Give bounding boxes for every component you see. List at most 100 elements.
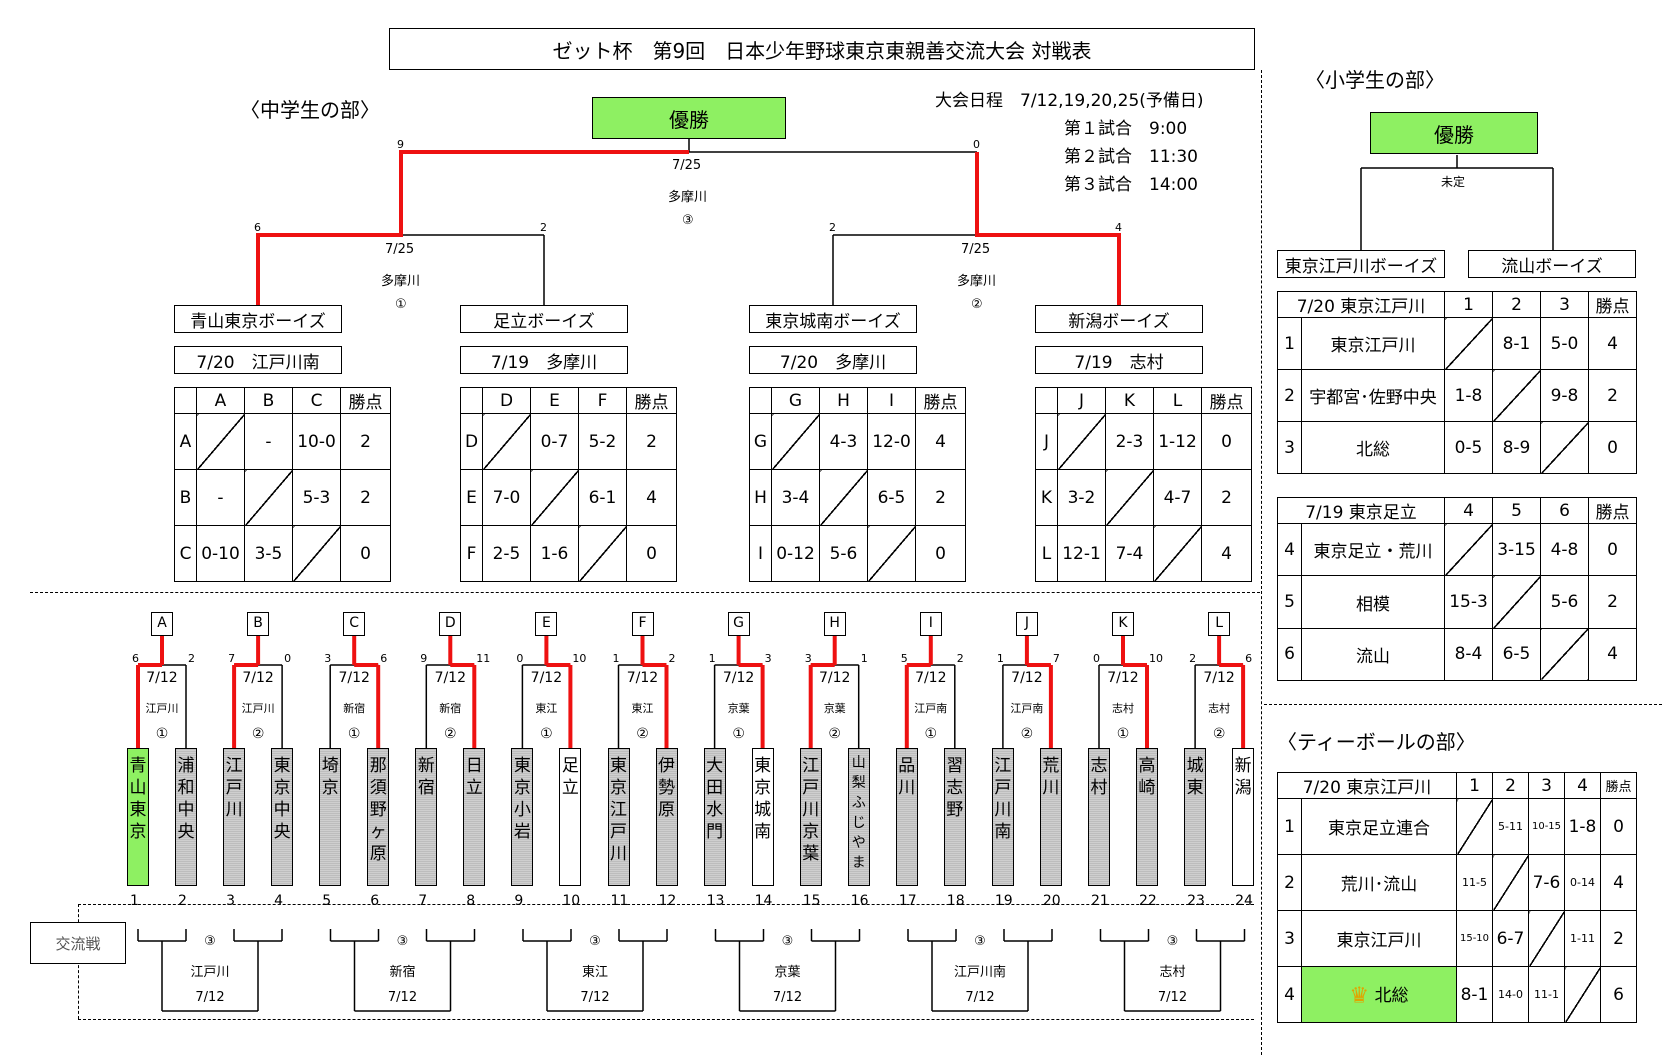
match-date: 7/12: [626, 670, 659, 686]
g4-h2: K: [1105, 387, 1154, 414]
match-score-right: 7: [1052, 652, 1060, 665]
g2-h0: [460, 387, 483, 414]
e2-r1c2: 15-3: [1444, 575, 1493, 629]
g4-r2c3: [1153, 525, 1202, 582]
team-18: 習志野: [943, 748, 966, 886]
semi1-venue: 多摩川: [381, 274, 421, 289]
g1-r0c3: 10-0: [292, 413, 341, 470]
team-22: 高崎: [1136, 748, 1158, 886]
match-letter-J: J: [1015, 612, 1038, 636]
match-no: ②: [1212, 726, 1226, 742]
tb-r1c1: 荒川･流山: [1301, 854, 1457, 911]
semi2-score-left: 2: [829, 221, 836, 234]
e1-r1c5: 2: [1588, 369, 1637, 422]
match-score-right: 1: [860, 652, 868, 665]
g4-r1c4: 2: [1201, 469, 1252, 526]
team-10: 足立: [559, 748, 582, 886]
g4-h0: [1035, 387, 1058, 414]
e2-r2c3: 6-5: [1492, 627, 1541, 682]
teeball-section-title: 〈ティーボールの部〉: [1277, 730, 1476, 754]
e2-r1c4: 5-6: [1540, 575, 1589, 629]
match-score-left: 1: [708, 652, 716, 665]
e1-r2c0: 3: [1277, 421, 1302, 474]
tb-h4: 4: [1564, 772, 1601, 799]
g2-h4: 勝点: [626, 387, 677, 414]
g1-h1: A: [196, 387, 245, 414]
match-no: ①: [347, 726, 361, 742]
g3-r2c4: 0: [915, 525, 966, 582]
g4-r0c3: 1-12: [1153, 413, 1202, 470]
match-score-left: 3: [804, 652, 812, 665]
team-number: 20: [1042, 893, 1061, 909]
divider-horizontal-junior: [30, 592, 1260, 593]
g1-r0c4: 2: [340, 413, 391, 470]
match-date: 7/12: [338, 670, 370, 686]
match-venue: 江戸川: [145, 702, 179, 715]
e1-r2c2: 0-5: [1444, 421, 1493, 474]
tb-r0c3: 5-11: [1492, 798, 1529, 855]
e2-r0c2: [1444, 523, 1493, 577]
match-letter-G: G: [727, 612, 750, 636]
g2-h3: F: [578, 387, 627, 414]
g3-r0c2: 4-3: [819, 413, 868, 470]
e1-r0c5: 4: [1588, 317, 1637, 370]
e1-r2c5: 0: [1588, 421, 1637, 474]
exchange-date: 7/12: [387, 990, 418, 1005]
team-15: 江戸川京葉: [799, 748, 822, 886]
e1-r0c1: 東京江戸川: [1301, 317, 1445, 370]
team-1: 青山東京: [127, 748, 149, 886]
match-date: 7/12: [242, 670, 274, 686]
g2-r0c0: D: [460, 413, 483, 470]
match-score-right: 10: [1149, 652, 1163, 665]
match-venue: 新宿: [439, 702, 462, 715]
g3-r0c4: 4: [915, 413, 966, 470]
tb-r1c3: [1492, 854, 1529, 911]
match-score-right: 6: [380, 652, 388, 665]
g4-r0c4: 0: [1201, 413, 1252, 470]
match-letter-L: L: [1208, 612, 1231, 636]
final-number: ③: [682, 213, 694, 228]
match-venue: 新宿: [343, 702, 366, 715]
team-number: 10: [562, 893, 581, 909]
e2-r2c4: [1540, 627, 1589, 682]
tb-r1c2: 11-5: [1456, 854, 1493, 911]
g2-r1c0: E: [460, 469, 483, 526]
group4-venue: 7/19 志村: [1035, 346, 1203, 374]
g1-r1c2: [244, 469, 293, 526]
match-score-left: 7: [228, 652, 236, 665]
g1-r1c0: B: [174, 469, 197, 526]
g3-h1: G: [771, 387, 820, 414]
tb-r3c3: 14-0: [1492, 966, 1529, 1023]
g4-r0c2: 2-3: [1105, 413, 1154, 470]
exchange-date: 7/12: [1157, 990, 1188, 1005]
g2-r0c2: 0-7: [530, 413, 579, 470]
team-4: 東京中央: [271, 748, 294, 886]
elementary-section-title: 〈小学生の部〉: [1305, 68, 1445, 92]
team-19: 江戸川南: [991, 748, 1014, 886]
e2-r1c0: 5: [1277, 575, 1302, 629]
e1-r2c3: 8-9: [1492, 421, 1541, 474]
e2-r0c3: 3-15: [1492, 523, 1541, 577]
g4-r1c3: 4-7: [1153, 469, 1202, 526]
tb-h0: 7/20 東京江戸川: [1277, 772, 1457, 799]
team-number: 13: [706, 893, 725, 909]
g1-h4: 勝点: [340, 387, 391, 414]
g3-h4: 勝点: [915, 387, 966, 414]
g1-r2c2: 3-5: [244, 525, 293, 582]
crown-icon: ♛: [1349, 983, 1370, 1009]
g4-r1c0: K: [1035, 469, 1058, 526]
tb-r2c5: 1-11: [1564, 910, 1601, 967]
match-no: ②: [251, 726, 265, 742]
tb-r3c1-label: 北総: [1374, 985, 1409, 1006]
elementary-finalist-2: 流山ボーイズ: [1468, 250, 1636, 278]
match-venue: 東江: [631, 702, 654, 715]
match-letter-E: E: [535, 612, 558, 636]
team-24: 新潟: [1232, 748, 1255, 886]
exchange-venue: 志村: [1159, 965, 1186, 980]
e1-r0c2: [1444, 317, 1493, 370]
